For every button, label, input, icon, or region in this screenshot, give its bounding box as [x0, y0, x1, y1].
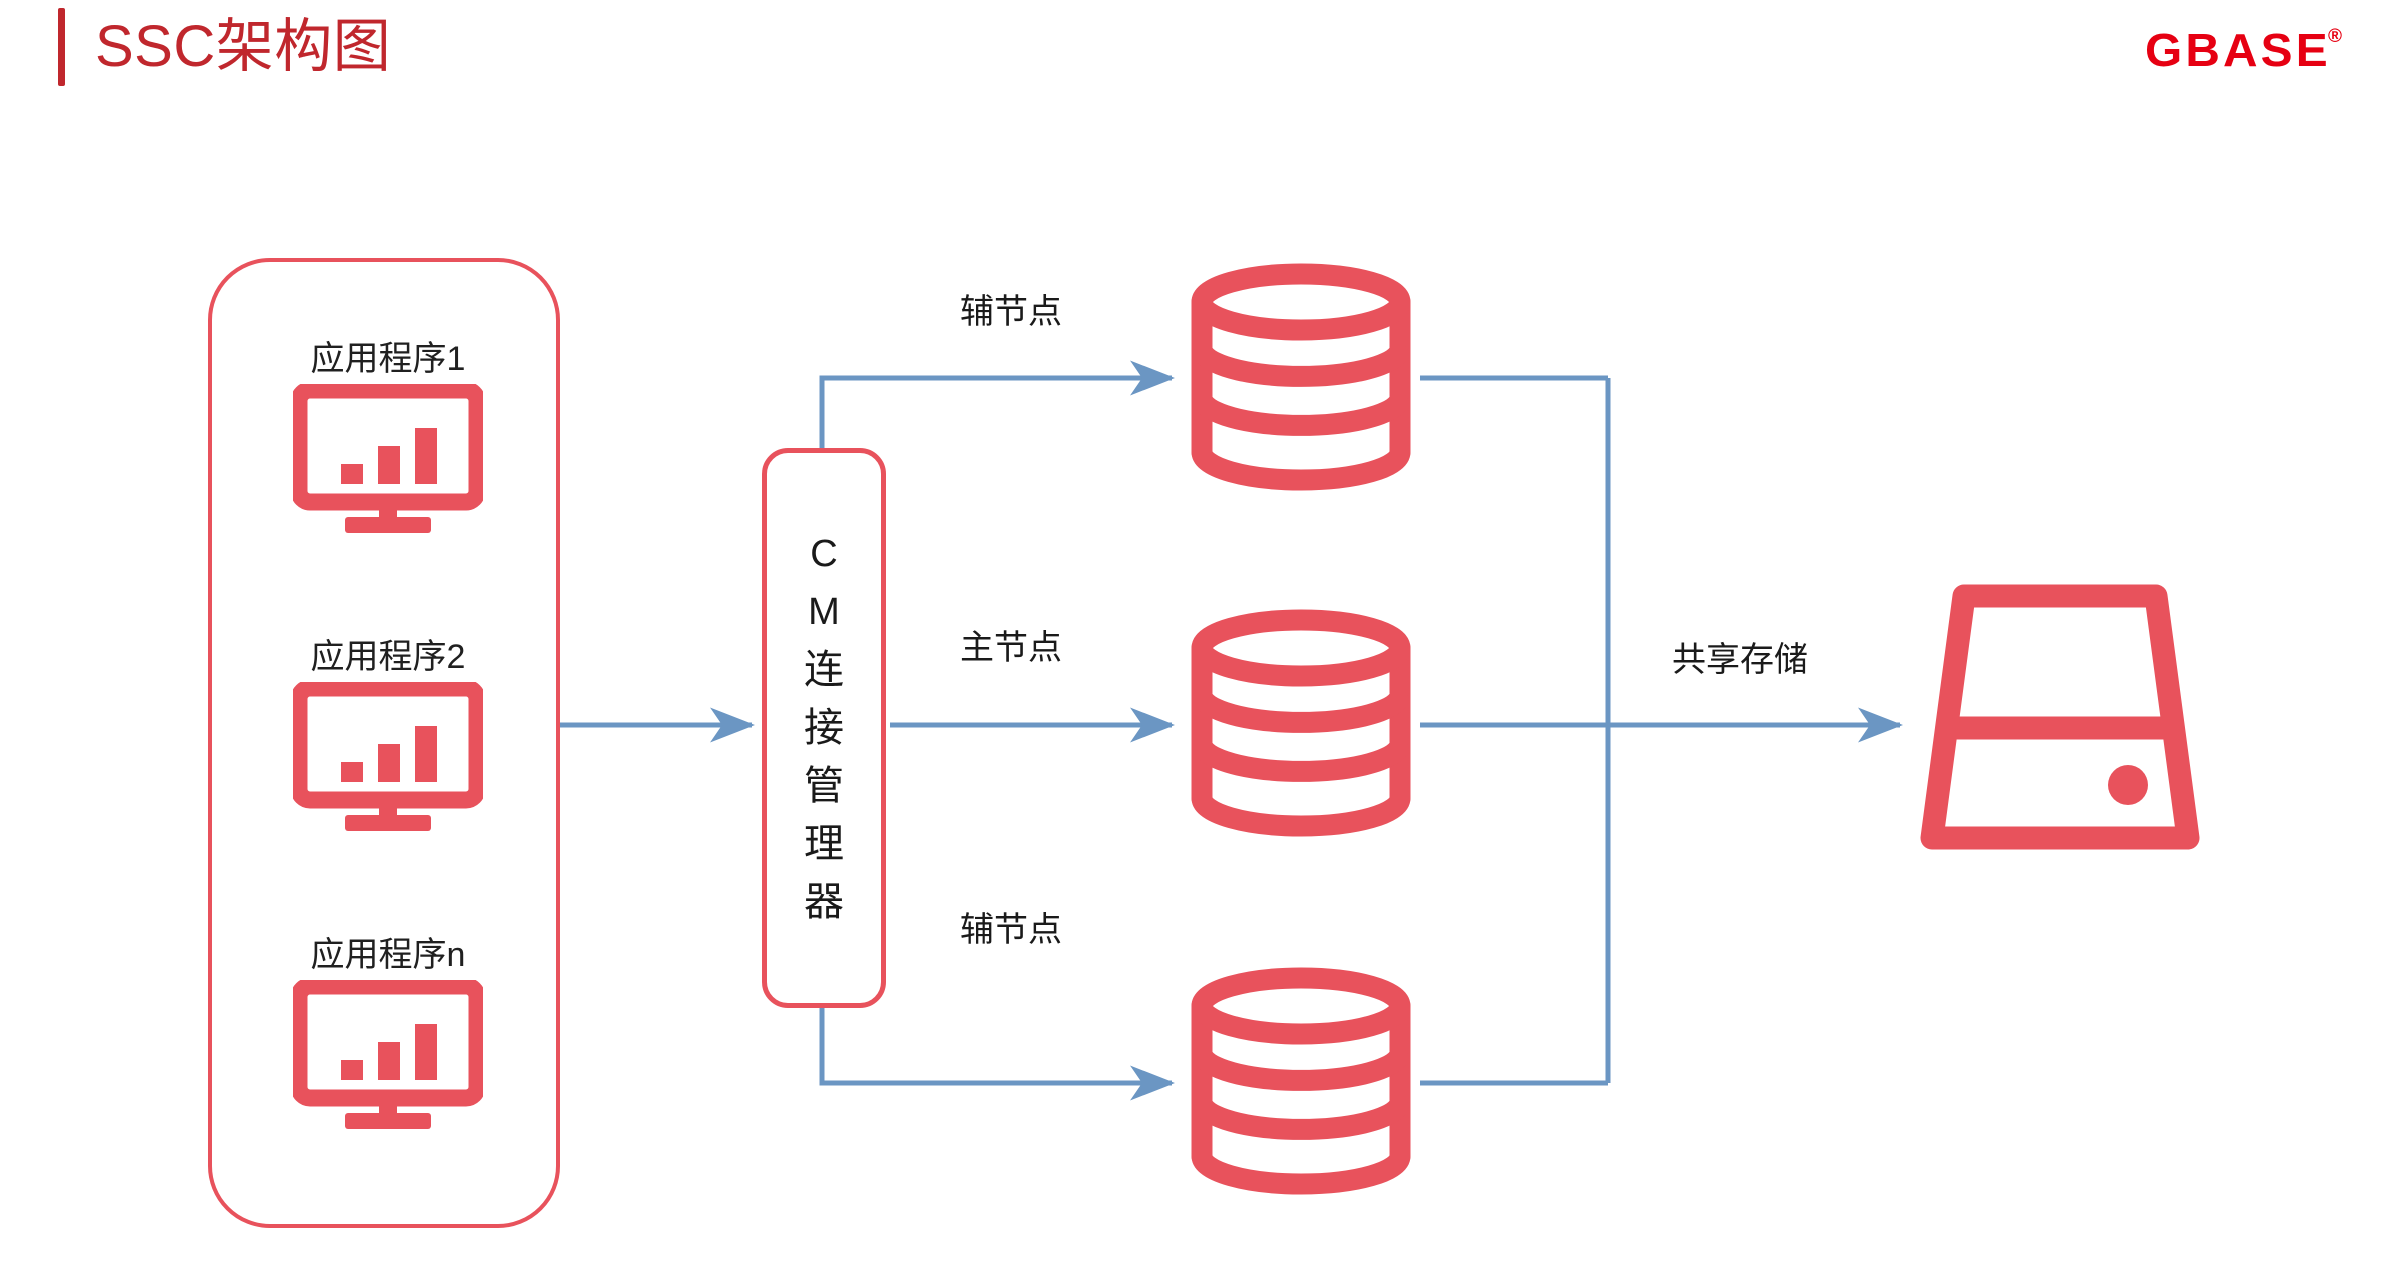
cm-char: 理	[804, 822, 844, 866]
application-label: 应用程序n	[310, 936, 466, 974]
page-title: SSC架构图	[95, 14, 392, 79]
title-accent-bar	[58, 8, 65, 86]
connection-manager-box[interactable]: C M 连 接 管 理 器	[762, 448, 886, 1008]
application-group-container: 应用程序1 应用程序2 应用程序n	[208, 258, 560, 1228]
shared-storage-node[interactable]	[1920, 582, 2200, 852]
database-node[interactable]	[1182, 262, 1420, 497]
cm-char: 器	[804, 880, 844, 924]
database-cylinder-icon	[1191, 967, 1411, 1195]
database-node[interactable]	[1182, 608, 1420, 843]
storage-drive-icon	[1920, 584, 2200, 850]
cm-char: M	[808, 591, 840, 633]
database-cylinder-icon	[1191, 609, 1411, 837]
monitor-chart-icon	[293, 384, 483, 533]
registered-trademark-icon: ®	[2328, 26, 2342, 47]
cm-char: 接	[804, 706, 844, 750]
cm-char: C	[810, 533, 838, 575]
cm-char: 连	[804, 648, 844, 692]
monitor-chart-icon	[293, 980, 483, 1129]
connector-cm-to-node-top	[819, 360, 1176, 448]
monitor-chart-icon	[293, 682, 483, 831]
node-label-secondary-bottom: 辅节点	[960, 911, 1062, 949]
application-label: 应用程序1	[310, 340, 466, 378]
storage-label: 共享存储	[1672, 641, 1808, 679]
node-label-secondary-top: 辅节点	[960, 293, 1062, 331]
node-label-primary: 主节点	[960, 629, 1062, 667]
database-cylinder-icon	[1191, 263, 1411, 491]
application-node[interactable]: 应用程序2	[212, 636, 564, 832]
page-header: SSC架构图 GBASE ®	[0, 0, 2404, 120]
connector-cm-to-node-bottom	[819, 1008, 1176, 1101]
application-node[interactable]: 应用程序1	[212, 338, 564, 534]
gbase-logo: GBASE ®	[2145, 26, 2342, 74]
brand-wordmark: GBASE	[2145, 24, 2332, 76]
application-label: 应用程序2	[310, 638, 466, 676]
application-node[interactable]: 应用程序n	[212, 934, 564, 1130]
database-node[interactable]	[1182, 966, 1420, 1201]
cm-char: 管	[804, 764, 844, 808]
